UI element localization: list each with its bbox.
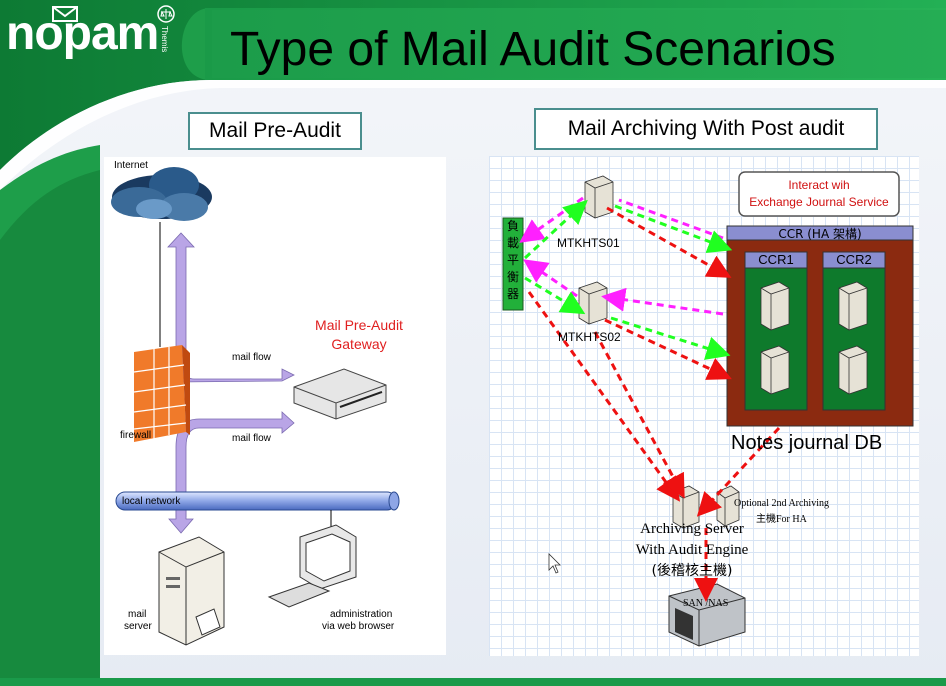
load-balancer-label: 負 載 平 衡 器: [503, 218, 523, 303]
ccr-header-label: CCR (HA 架構): [778, 227, 862, 241]
scales-icon: [157, 5, 175, 23]
bottom-bar: [0, 678, 946, 686]
server1-label: MTKHTS01: [557, 236, 620, 250]
ccr2-server-a-icon: [838, 281, 868, 331]
gateway-label-line1: Mail Pre-Audit: [315, 317, 403, 333]
ccr1-server-a-icon: [760, 281, 790, 331]
firewall-label: firewall: [120, 430, 152, 441]
notes-db-label: Notes journal DB: [731, 432, 883, 454]
ccr2-label: CCR2: [836, 252, 872, 267]
archiving-label-line2: With Audit Engine: [635, 542, 749, 558]
load-balancer-char: 平: [506, 253, 519, 267]
mail-flow-bottom-label: mail flow: [232, 433, 271, 444]
ccr1-label: CCR1: [758, 252, 794, 267]
internet-cloud-icon: [111, 167, 212, 221]
mail-server-icon: [158, 536, 225, 646]
local-network-label: local network: [122, 496, 181, 507]
right-section-heading: Mail Archiving With Post audit: [534, 108, 878, 150]
right-diagram: [502, 171, 914, 647]
archiving-label-line1: Archiving Server: [640, 521, 744, 537]
load-balancer-char: 衡: [506, 270, 519, 284]
logo-brand: nopam: [6, 7, 159, 60]
page-title: Type of Mail Audit Scenarios: [230, 23, 836, 76]
mail-flow-top-label: mail flow: [232, 352, 271, 363]
firewall-icon: [133, 345, 190, 442]
admin-label-line1: administration: [330, 609, 393, 620]
mail-server-label-line2: server: [124, 621, 152, 632]
mail-server-label-line1: mail: [128, 609, 147, 620]
mtkhts02-server-icon: [578, 281, 608, 325]
left-section-heading: Mail Pre-Audit: [188, 112, 362, 150]
mtkhts01-server-icon: [584, 175, 614, 219]
load-balancer-char: 器: [506, 287, 519, 301]
optional-label-line2: 主機For HA: [756, 514, 807, 525]
server2-label: MTKHTS02: [558, 330, 621, 344]
san-label: SAN /NAS: [683, 598, 729, 609]
archiving-label-line3: (後稽核主機): [651, 563, 733, 579]
logo-sub: Themis: [160, 26, 169, 53]
optional-label-line1: Optional 2nd Archiving: [734, 498, 829, 509]
admin-label-line2: via web browser: [322, 621, 395, 632]
mouse-cursor-icon: [548, 553, 561, 574]
envelope-icon: [52, 6, 78, 22]
gateway-appliance-icon: [293, 368, 387, 420]
gateway-label-line2: Gateway: [331, 336, 387, 352]
title-band-white: [212, 10, 946, 78]
ccr2-server-b-icon: [838, 345, 868, 395]
admin-workstation-icon: [267, 524, 357, 608]
san-nas-storage-icon: [668, 583, 746, 647]
load-balancer-char: 負: [506, 219, 519, 233]
ccr1-server-b-icon: [760, 345, 790, 395]
internet-label: Internet: [114, 160, 148, 171]
left-diagram: [111, 167, 400, 646]
journal-label-line1: Interact wih: [788, 178, 850, 192]
journal-label-line2: Exchange Journal Service: [749, 195, 889, 209]
load-balancer-char: 載: [506, 236, 519, 250]
